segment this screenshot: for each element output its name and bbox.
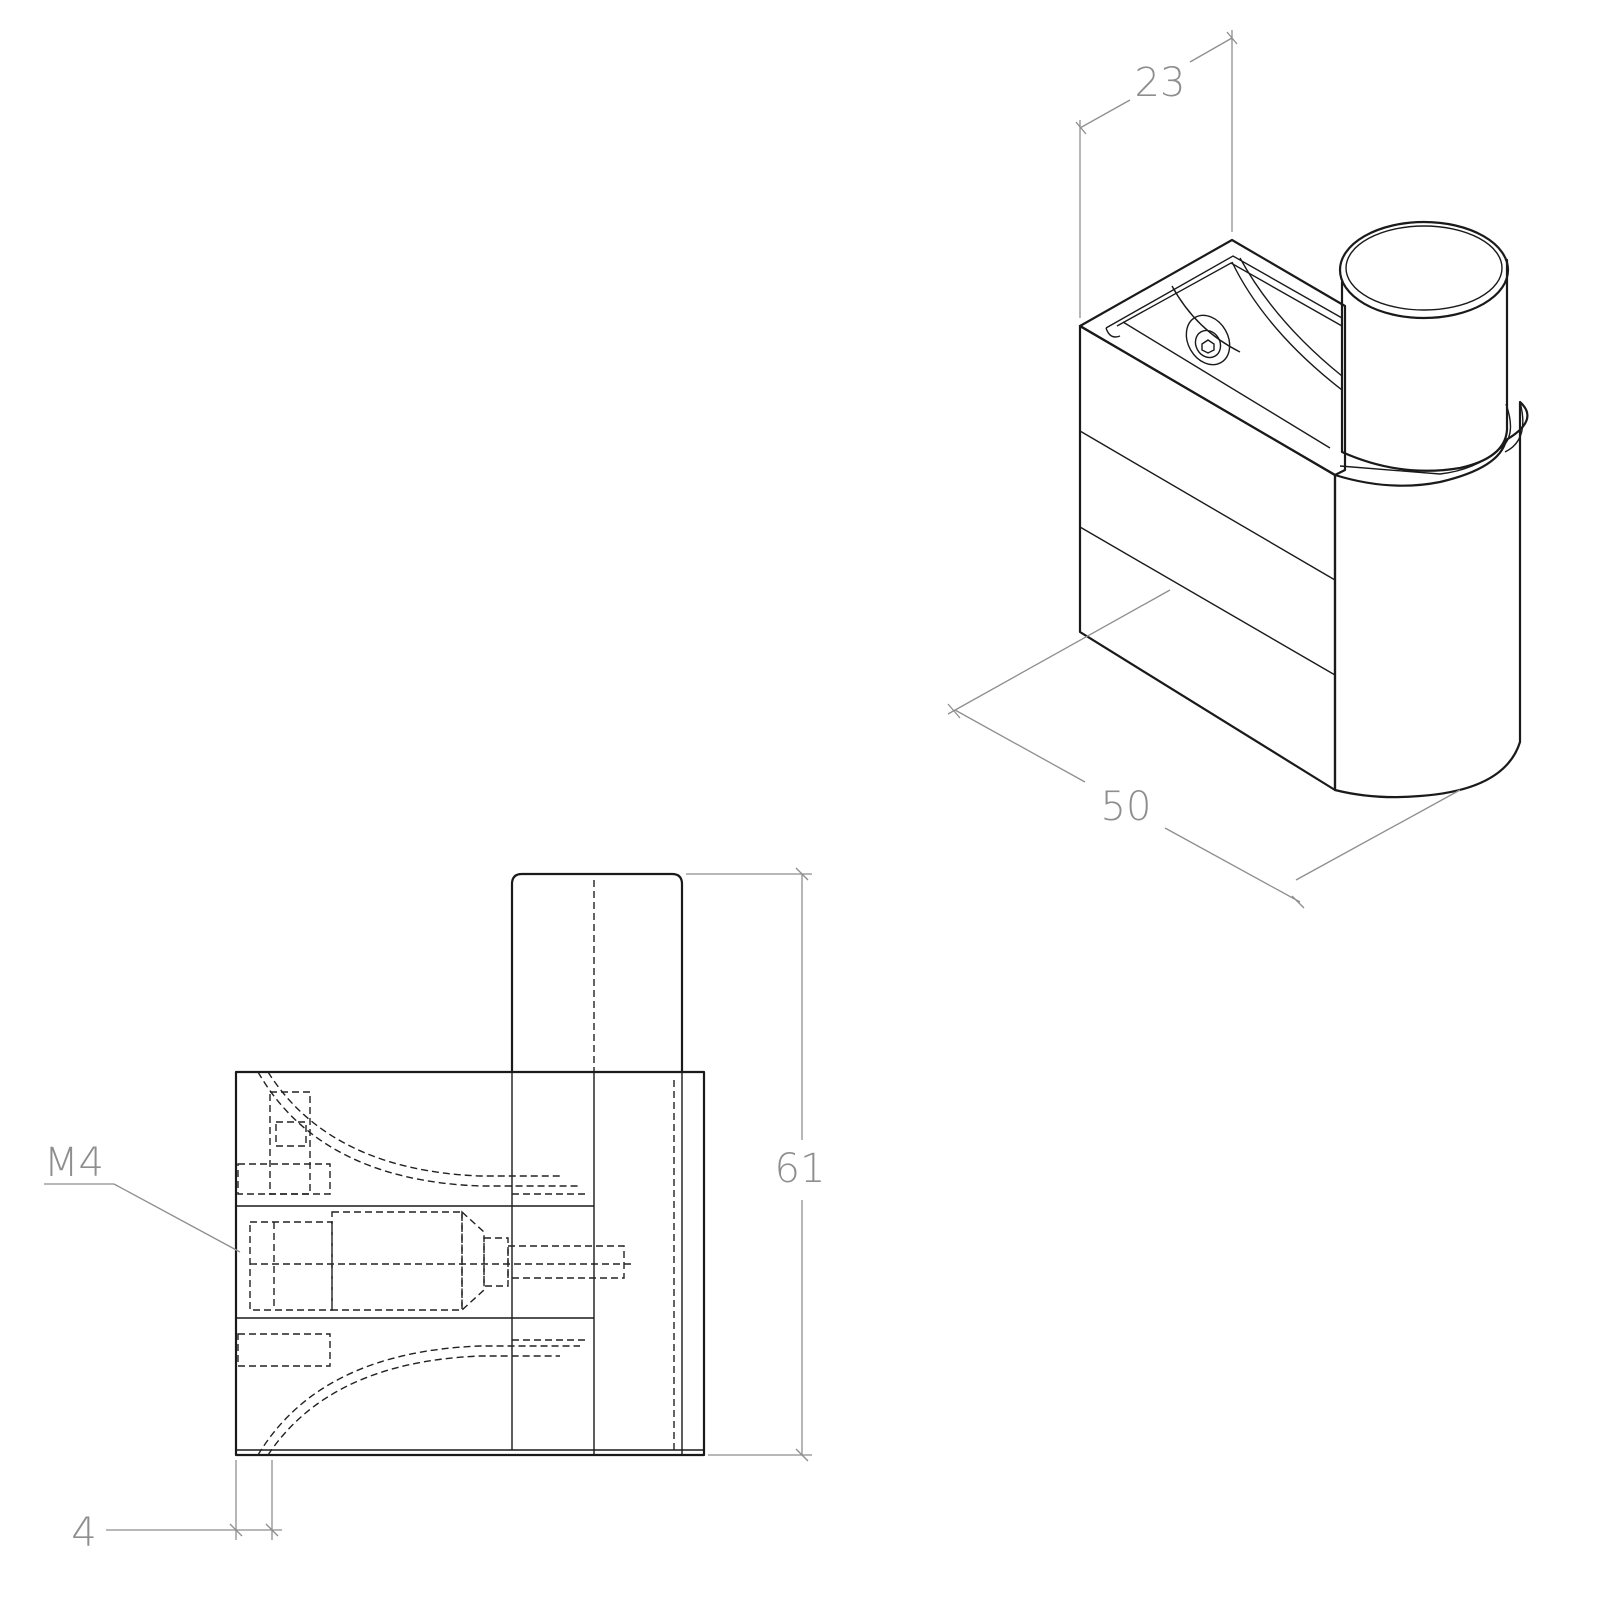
- dimension-width-top: 23: [1075, 30, 1238, 318]
- block-round-end: [1333, 400, 1529, 799]
- lower-counterbore: [237, 1333, 331, 1367]
- dimension-depth: 50: [947, 589, 1461, 909]
- thread-callout-label: M4: [44, 1140, 104, 1186]
- pocket-rim: [1105, 255, 1343, 329]
- block-outline: [234, 1070, 706, 1457]
- lower-sweep-1: [257, 1345, 580, 1456]
- dimension-label-23: 23: [1135, 60, 1186, 106]
- bolt-shoulder: [483, 1237, 509, 1287]
- round-end-rim: [1504, 401, 1524, 453]
- pocket-floor-edge: [1122, 321, 1331, 449]
- dimension-height: 61: [686, 867, 826, 1462]
- dimension-label-50: 50: [1101, 784, 1152, 830]
- front-view: M4 61 4: [44, 867, 826, 1556]
- pocket-ramp-curve-1: [1231, 261, 1343, 391]
- screw-head: [1185, 314, 1231, 366]
- left-face-band-1: [1079, 430, 1336, 581]
- screw-hex-icon: [1201, 339, 1215, 354]
- round-end-inner-rim: [1339, 403, 1512, 475]
- upper-sweep-2: [267, 1071, 560, 1177]
- dimension-label-4: 4: [71, 1510, 96, 1556]
- pocket-corner: [1105, 327, 1121, 338]
- bolt-taper: [461, 1210, 485, 1312]
- thread-callout: M4: [44, 1140, 241, 1253]
- upper-counterbore: [237, 1163, 331, 1195]
- cylinder-top-inner: [1345, 225, 1503, 311]
- dimension-label-61: 61: [775, 1146, 826, 1192]
- isometric-view: 23 50: [947, 30, 1529, 909]
- bolt-head: [249, 1221, 333, 1311]
- cylinder-body: [1340, 258, 1509, 472]
- bolt-thread: [507, 1245, 625, 1279]
- upper-sweep-1: [257, 1071, 580, 1187]
- dimension-offset: 4: [71, 1460, 282, 1556]
- cylinder-top-outer: [1338, 220, 1510, 320]
- bolt-body: [331, 1211, 463, 1311]
- left-face-band-2: [1079, 526, 1336, 676]
- pocket-ramp-curve-2: [1239, 257, 1343, 377]
- pocket-ramp-curve-3: [1171, 285, 1241, 353]
- screw-hex-socket: [1194, 329, 1222, 359]
- post-outline: [510, 872, 684, 1074]
- upper-screw-hole: [269, 1091, 311, 1195]
- pocket-inner-rim: [1116, 262, 1343, 327]
- upper-screw-head: [275, 1121, 307, 1147]
- lower-sweep-2: [267, 1355, 560, 1456]
